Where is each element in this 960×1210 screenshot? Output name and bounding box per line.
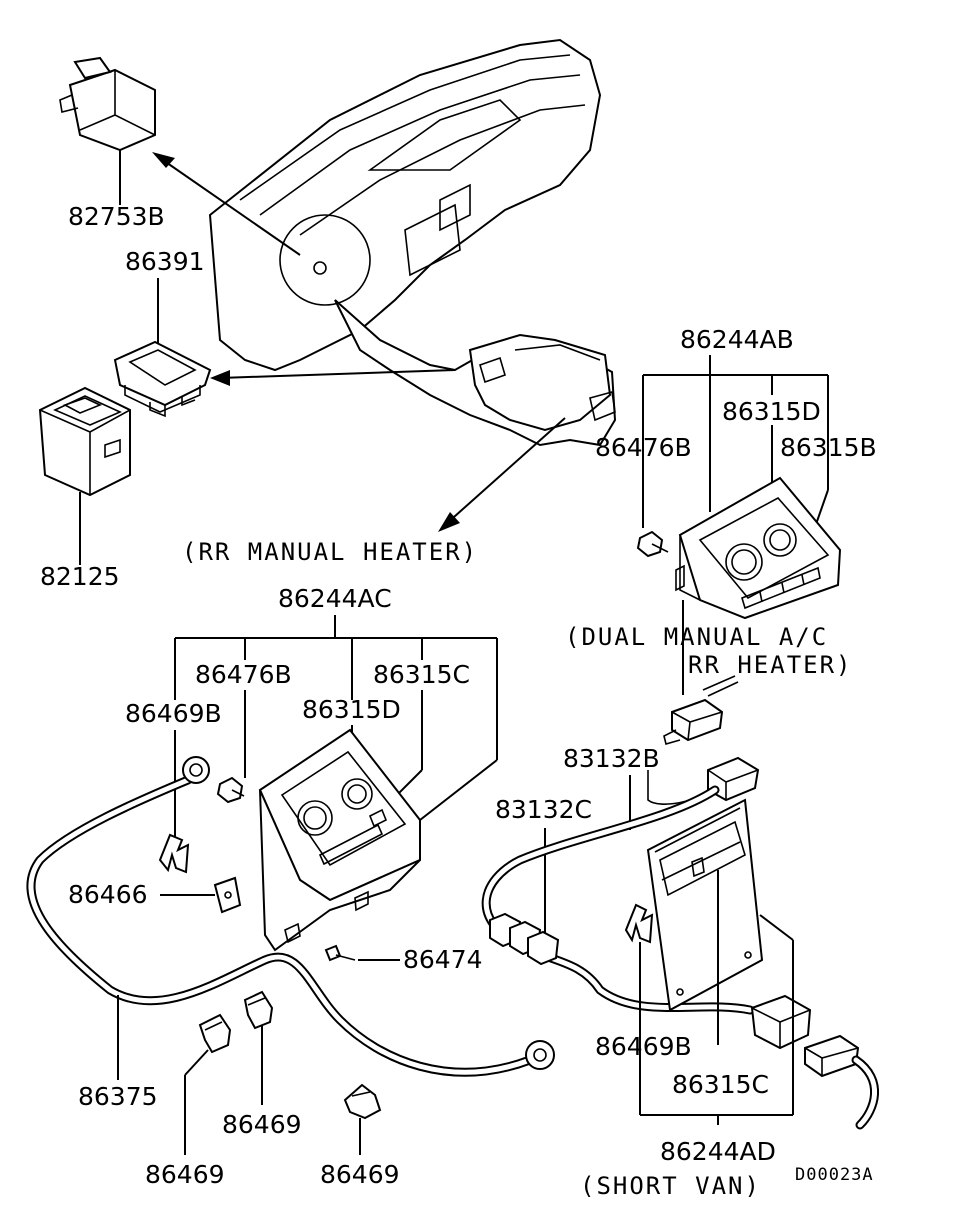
label-82125: 82125 [40, 562, 120, 591]
label-86469-c: 86469 [320, 1160, 400, 1189]
screw-86474: 86474 [324, 944, 483, 974]
diagram-code: D00023A [795, 1165, 874, 1185]
dashboard-illustration [208, 38, 617, 447]
label-86474: 86474 [403, 945, 483, 974]
label-86476B-top: 86476B [595, 433, 692, 462]
group-86244AC: 86244AC 86476B 86315C 86469B 86315D [125, 584, 498, 952]
label-86469B-left: 86469B [125, 699, 222, 728]
clip-86469-a: 86469 [145, 1013, 232, 1189]
note-dual-manual-ac-line2: RR HEATER) [688, 651, 853, 679]
connector-83132B-upper [663, 600, 739, 745]
arrow-bezel [210, 369, 456, 386]
label-83132C: 83132C [495, 795, 592, 824]
label-86315B: 86315B [780, 433, 877, 462]
label-86391: 86391 [125, 247, 205, 276]
part-86466: 86466 [68, 876, 242, 914]
label-83132B: 83132B [563, 744, 660, 773]
group-83132: 83132B 83132C [481, 744, 879, 1130]
note-short-van: (SHORT VAN) [580, 1172, 761, 1200]
harness-86375: 86375 [26, 756, 555, 1111]
clip-86469-c: 86469 [320, 1083, 400, 1189]
clip-86469-b: 86469 [222, 990, 302, 1139]
group-86244AB: 86244AB 86315D 86476B 86315B [595, 325, 877, 620]
clip-86469B-left [158, 833, 190, 874]
label-86315C-right: 86315C [672, 1070, 769, 1099]
relay-82753B: 82753B [59, 56, 165, 231]
label-86466: 86466 [68, 880, 148, 909]
bezel-86391: 86391 [113, 247, 212, 418]
label-86315C-left: 86315C [373, 660, 470, 689]
label-86375: 86375 [78, 1082, 158, 1111]
label-82753B: 82753B [68, 202, 165, 231]
label-86315D-left: 86315D [302, 695, 401, 724]
label-86315D-top: 86315D [722, 397, 821, 426]
label-86244AB: 86244AB [680, 325, 794, 354]
arrow-relay [152, 152, 301, 256]
label-86469-a: 86469 [145, 1160, 225, 1189]
label-86469-b: 86469 [222, 1110, 302, 1139]
arrow-rear-heater [438, 417, 566, 532]
label-86244AC: 86244AC [278, 584, 392, 613]
group-86244AD: 86469B 86315C 86244AD [595, 798, 794, 1166]
label-86476B-left: 86476B [195, 660, 292, 689]
note-rr-manual-heater: (RR MANUAL HEATER) [182, 538, 478, 566]
label-86469B-right: 86469B [595, 1032, 692, 1061]
switch-82125: 82125 [38, 386, 131, 591]
note-dual-manual-ac-line1: (DUAL MANUAL A/C [565, 623, 828, 651]
label-86244AD: 86244AD [660, 1137, 776, 1166]
